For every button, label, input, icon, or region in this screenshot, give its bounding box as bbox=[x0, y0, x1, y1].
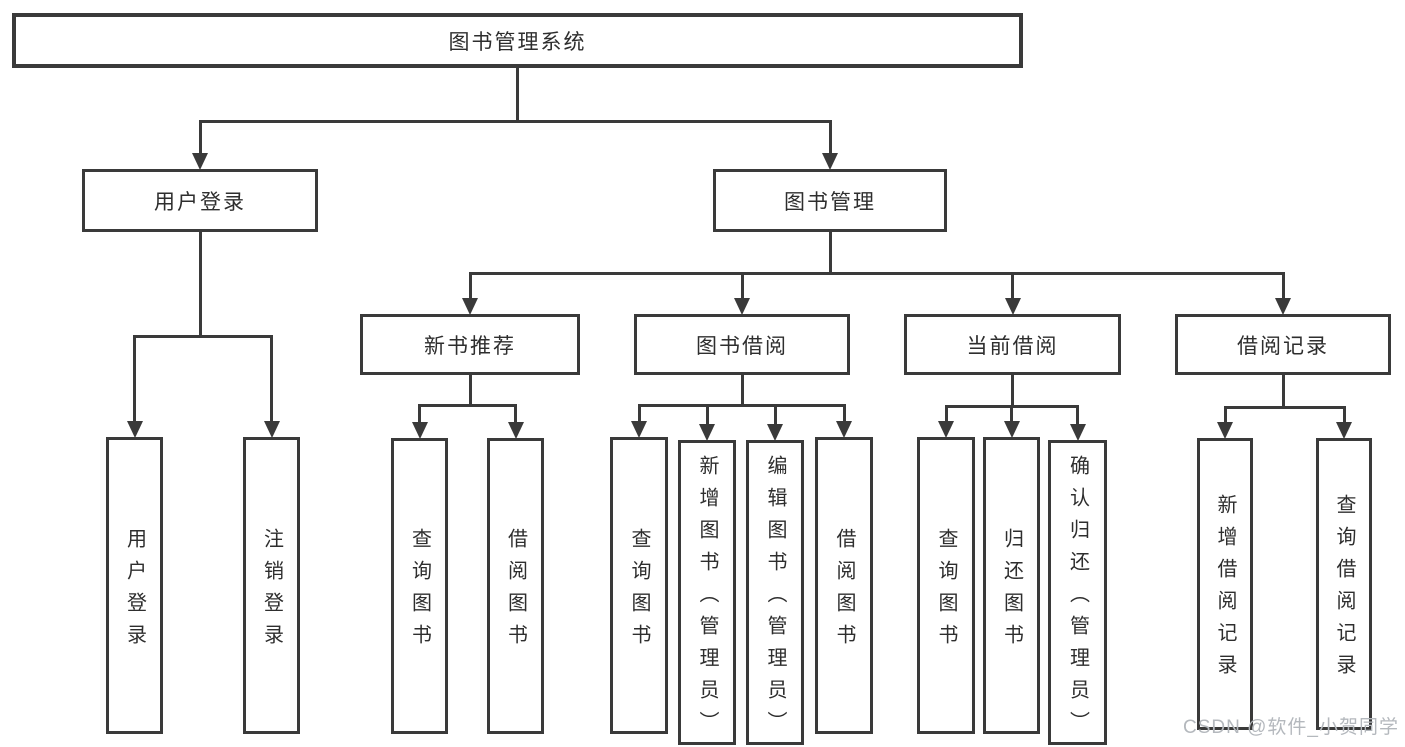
node-label-book-borrow: 图书借阅 bbox=[696, 334, 788, 358]
edge-rail-borrow-records bbox=[1223, 406, 1346, 409]
node-label-root: 图书管理系统 bbox=[448, 30, 587, 54]
edge-drop-book-mgmt bbox=[828, 120, 832, 154]
arrow-head-leaf-query-record bbox=[1336, 422, 1352, 439]
arrow-head-book-mgmt bbox=[822, 153, 838, 170]
node-label-leaf-return-book: 归还图书 bbox=[1000, 527, 1023, 656]
node-borrow-records: 借阅记录 bbox=[1175, 314, 1391, 375]
edge-drop-leaf-query-record bbox=[1342, 406, 1346, 423]
edge-drop-leaf-return-book bbox=[1010, 405, 1013, 422]
node-label-book-mgmt: 图书管理 bbox=[784, 190, 876, 214]
arrow-head-book-borrow bbox=[734, 298, 750, 315]
node-leaf-add-book: 新增图书（管理员） bbox=[678, 440, 736, 745]
node-book-mgmt: 图书管理 bbox=[713, 169, 947, 232]
node-leaf-borrow-book-1: 借阅图书 bbox=[487, 438, 544, 734]
edge-rail-root bbox=[198, 120, 832, 123]
arrow-head-borrow-records bbox=[1275, 298, 1291, 315]
arrow-head-leaf-add-book bbox=[699, 424, 715, 441]
node-current-borrow: 当前借阅 bbox=[904, 314, 1121, 375]
edge-drop-leaf-add-record bbox=[1223, 406, 1227, 423]
edge-rail-user-login-group bbox=[133, 335, 273, 338]
node-label-leaf-query-record: 查询借阅记录 bbox=[1333, 494, 1355, 686]
node-label-new-book-rec: 新书推荐 bbox=[424, 334, 516, 358]
edge-drop-leaf-confirm-return bbox=[1076, 405, 1079, 425]
arrow-head-current-borrow bbox=[1004, 298, 1021, 315]
arrow-head-leaf-confirm-return bbox=[1069, 424, 1086, 441]
node-leaf-query-record: 查询借阅记录 bbox=[1316, 438, 1372, 730]
node-label-user-login-group: 用户登录 bbox=[154, 190, 246, 214]
arrow-head-leaf-logout bbox=[263, 421, 280, 438]
edge-drop-leaf-logout bbox=[270, 335, 273, 422]
node-leaf-query-book-3: 查询图书 bbox=[917, 437, 975, 734]
edge-drop-leaf-query-book-3 bbox=[944, 405, 948, 422]
node-label-current-borrow: 当前借阅 bbox=[966, 334, 1059, 358]
node-label-leaf-add-book: 新增图书（管理员） bbox=[696, 454, 718, 743]
node-book-borrow: 图书借阅 bbox=[634, 314, 850, 375]
edge-drop-leaf-add-book bbox=[705, 404, 709, 425]
node-leaf-user-login: 用户登录 bbox=[106, 437, 163, 734]
edge-rail-book-borrow bbox=[637, 404, 846, 407]
node-leaf-logout: 注销登录 bbox=[243, 437, 300, 734]
edge-drop-book-borrow bbox=[740, 272, 744, 299]
node-label-leaf-add-record: 新增借阅记录 bbox=[1214, 494, 1236, 686]
edge-drop-leaf-borrow-book-1 bbox=[514, 404, 517, 423]
edge-drop-leaf-query-book-2 bbox=[637, 404, 641, 422]
arrow-head-new-book-rec bbox=[462, 298, 478, 315]
arrow-head-leaf-query-book-3 bbox=[938, 421, 954, 438]
edge-drop-user-login-group bbox=[198, 120, 202, 154]
edge-stem-new-book-rec bbox=[468, 375, 472, 407]
node-label-leaf-edit-book: 编辑图书（管理员） bbox=[764, 454, 786, 743]
node-leaf-edit-book: 编辑图书（管理员） bbox=[746, 440, 804, 745]
arrow-head-leaf-return-book bbox=[1003, 421, 1020, 438]
edge-drop-leaf-borrow-book-2 bbox=[842, 404, 846, 422]
edge-drop-current-borrow bbox=[1011, 272, 1014, 299]
edge-stem-user-login-group bbox=[198, 232, 202, 338]
node-root: 图书管理系统 bbox=[12, 13, 1023, 68]
node-leaf-borrow-book-2: 借阅图书 bbox=[815, 437, 873, 734]
node-leaf-confirm-return: 确认归还（管理员） bbox=[1048, 440, 1107, 745]
edge-drop-new-book-rec bbox=[468, 272, 472, 299]
arrow-head-leaf-add-record bbox=[1217, 422, 1233, 439]
node-label-leaf-user-login: 用户登录 bbox=[123, 527, 146, 656]
edge-stem-borrow-records bbox=[1281, 375, 1285, 409]
arrow-head-leaf-user-login bbox=[126, 421, 143, 438]
arrow-head-leaf-borrow-book-1 bbox=[507, 422, 524, 439]
node-leaf-query-book-1: 查询图书 bbox=[391, 438, 448, 734]
node-leaf-return-book: 归还图书 bbox=[983, 437, 1040, 734]
node-label-leaf-query-book-3: 查询图书 bbox=[935, 527, 957, 656]
edge-stem-book-borrow bbox=[740, 375, 744, 407]
node-label-borrow-records: 借阅记录 bbox=[1237, 334, 1329, 358]
node-leaf-query-book-2: 查询图书 bbox=[610, 437, 668, 734]
edge-stem-book-mgmt bbox=[828, 232, 832, 275]
node-label-leaf-logout: 注销登录 bbox=[260, 527, 283, 656]
node-label-leaf-borrow-book-2: 借阅图书 bbox=[833, 527, 855, 656]
edge-drop-leaf-user-login bbox=[133, 335, 136, 422]
edge-rail-book-mgmt bbox=[468, 272, 1285, 275]
node-label-leaf-query-book-2: 查询图书 bbox=[628, 527, 650, 656]
edge-drop-leaf-query-book-1 bbox=[418, 404, 421, 423]
arrow-head-leaf-query-book-1 bbox=[411, 422, 428, 439]
arrow-head-user-login-group bbox=[192, 153, 208, 170]
node-label-leaf-borrow-book-1: 借阅图书 bbox=[504, 528, 527, 656]
node-new-book-rec: 新书推荐 bbox=[360, 314, 580, 375]
node-user-login-group: 用户登录 bbox=[82, 169, 318, 232]
node-leaf-add-record: 新增借阅记录 bbox=[1197, 438, 1253, 730]
edge-drop-borrow-records bbox=[1281, 272, 1285, 299]
node-label-leaf-query-book-1: 查询图书 bbox=[408, 528, 431, 656]
arrow-head-leaf-query-book-2 bbox=[631, 421, 647, 438]
edge-stem-root bbox=[516, 68, 519, 123]
arrow-head-leaf-edit-book bbox=[767, 424, 783, 441]
arrow-head-leaf-borrow-book-2 bbox=[836, 421, 852, 438]
node-label-leaf-confirm-return: 确认归还（管理员） bbox=[1066, 454, 1089, 743]
edge-drop-leaf-edit-book bbox=[773, 404, 777, 425]
csdn-watermark: CSDN @软件_小贺同学 bbox=[1183, 717, 1399, 738]
edge-rail-new-book-rec bbox=[418, 404, 517, 407]
edge-stem-current-borrow bbox=[1011, 375, 1014, 408]
